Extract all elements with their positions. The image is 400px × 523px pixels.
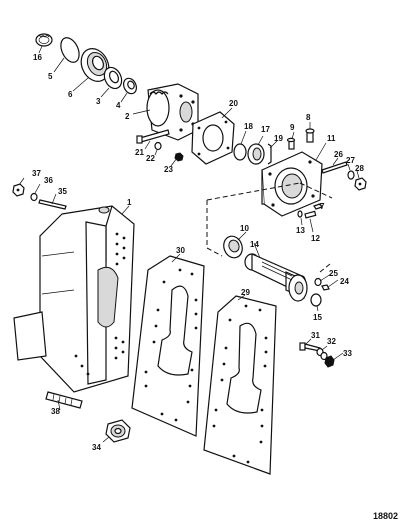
- callout-15: 15: [313, 313, 322, 322]
- callout-labels: 1 2 3 4 5 6 7 8 9 10 11 12 13 14 15 16 1…: [32, 53, 364, 452]
- plate-part-29: [203, 295, 277, 475]
- callout-6: 6: [68, 90, 73, 99]
- callout-29: 29: [241, 288, 250, 297]
- spring-seal-part-16: [35, 33, 53, 47]
- drawing-number: 18802: [372, 511, 398, 521]
- callout-16: 16: [33, 53, 42, 62]
- o-ring-part-18: [233, 143, 247, 161]
- callout-27: 27: [346, 156, 355, 165]
- callout-5: 5: [48, 72, 53, 81]
- washer-part-36: [30, 192, 38, 202]
- seal-part-17: [247, 143, 265, 165]
- coupler-part-34: [105, 419, 131, 443]
- fitting-part-25: [314, 277, 322, 287]
- bearing-part-3: [103, 66, 123, 90]
- callout-36: 36: [44, 176, 53, 185]
- stud-part-35: [38, 199, 67, 210]
- callout-30: 30: [176, 246, 185, 255]
- callout-17: 17: [261, 125, 270, 134]
- callout-38: 38: [51, 407, 60, 416]
- callout-7: 7: [320, 202, 325, 211]
- callout-18: 18: [244, 122, 253, 131]
- nut-part-33: [324, 355, 335, 368]
- fitting-part-8: [305, 128, 315, 143]
- washer-part-32: [316, 347, 328, 361]
- bolt-part-21: [136, 129, 170, 144]
- washer-part-22: [154, 141, 162, 151]
- screw-part-12: [304, 210, 317, 219]
- callout-21: 21: [135, 148, 144, 157]
- callout-26: 26: [334, 150, 343, 159]
- housing-part-2: [146, 83, 199, 141]
- plate-part-30: [131, 255, 205, 437]
- callout-12: 12: [311, 234, 320, 243]
- stud-part-26: [321, 161, 348, 174]
- washer-part-13: [297, 210, 303, 218]
- stud-part-38: [45, 391, 83, 409]
- callout-9: 9: [290, 123, 295, 132]
- callout-31: 31: [311, 331, 320, 340]
- callout-32: 32: [327, 337, 336, 346]
- shaft-part-14: [244, 253, 308, 302]
- adapter-plate-part-11: [261, 151, 323, 217]
- plug-part-24: [321, 284, 330, 291]
- fitting-part-9: [286, 137, 296, 150]
- callout-1: 1: [127, 198, 132, 207]
- nut-part-23: [174, 152, 184, 162]
- callout-4: 4: [116, 101, 121, 110]
- gasket-part-19: [267, 143, 272, 165]
- nut-part-37: [12, 183, 25, 197]
- callout-23: 23: [164, 165, 173, 174]
- callout-33: 33: [343, 349, 352, 358]
- callout-19: 19: [274, 134, 283, 143]
- leader-lines: [18, 45, 360, 443]
- gasket-part-20: [191, 111, 235, 165]
- callout-13: 13: [296, 226, 305, 235]
- plate-part-30-holes: [144, 268, 198, 422]
- callout-3: 3: [96, 97, 101, 106]
- washer-part-4: [122, 77, 138, 95]
- callout-8: 8: [306, 113, 311, 122]
- callout-25: 25: [329, 269, 338, 278]
- nut-part-28: [354, 177, 367, 191]
- callout-28: 28: [355, 164, 364, 173]
- callout-20: 20: [229, 99, 238, 108]
- o-ring-part-15: [310, 293, 322, 307]
- callout-37: 37: [32, 169, 41, 178]
- callout-11: 11: [327, 134, 336, 143]
- o-ring-part-5: [60, 37, 80, 63]
- seal-part-10: [223, 235, 243, 259]
- callout-24: 24: [340, 277, 349, 286]
- plate-part-29-holes: [212, 304, 268, 464]
- callout-22: 22: [146, 154, 155, 163]
- callout-14: 14: [250, 240, 259, 249]
- callout-34: 34: [92, 443, 101, 452]
- callout-10: 10: [240, 224, 249, 233]
- cover-part-1: [13, 205, 135, 393]
- callout-35: 35: [58, 187, 67, 196]
- washer-part-27: [347, 170, 355, 180]
- callout-2: 2: [125, 112, 130, 121]
- subassembly-dashed-outline: [206, 182, 333, 273]
- seal-part-6: [80, 48, 110, 82]
- cover-part-1-holes: [74, 232, 126, 376]
